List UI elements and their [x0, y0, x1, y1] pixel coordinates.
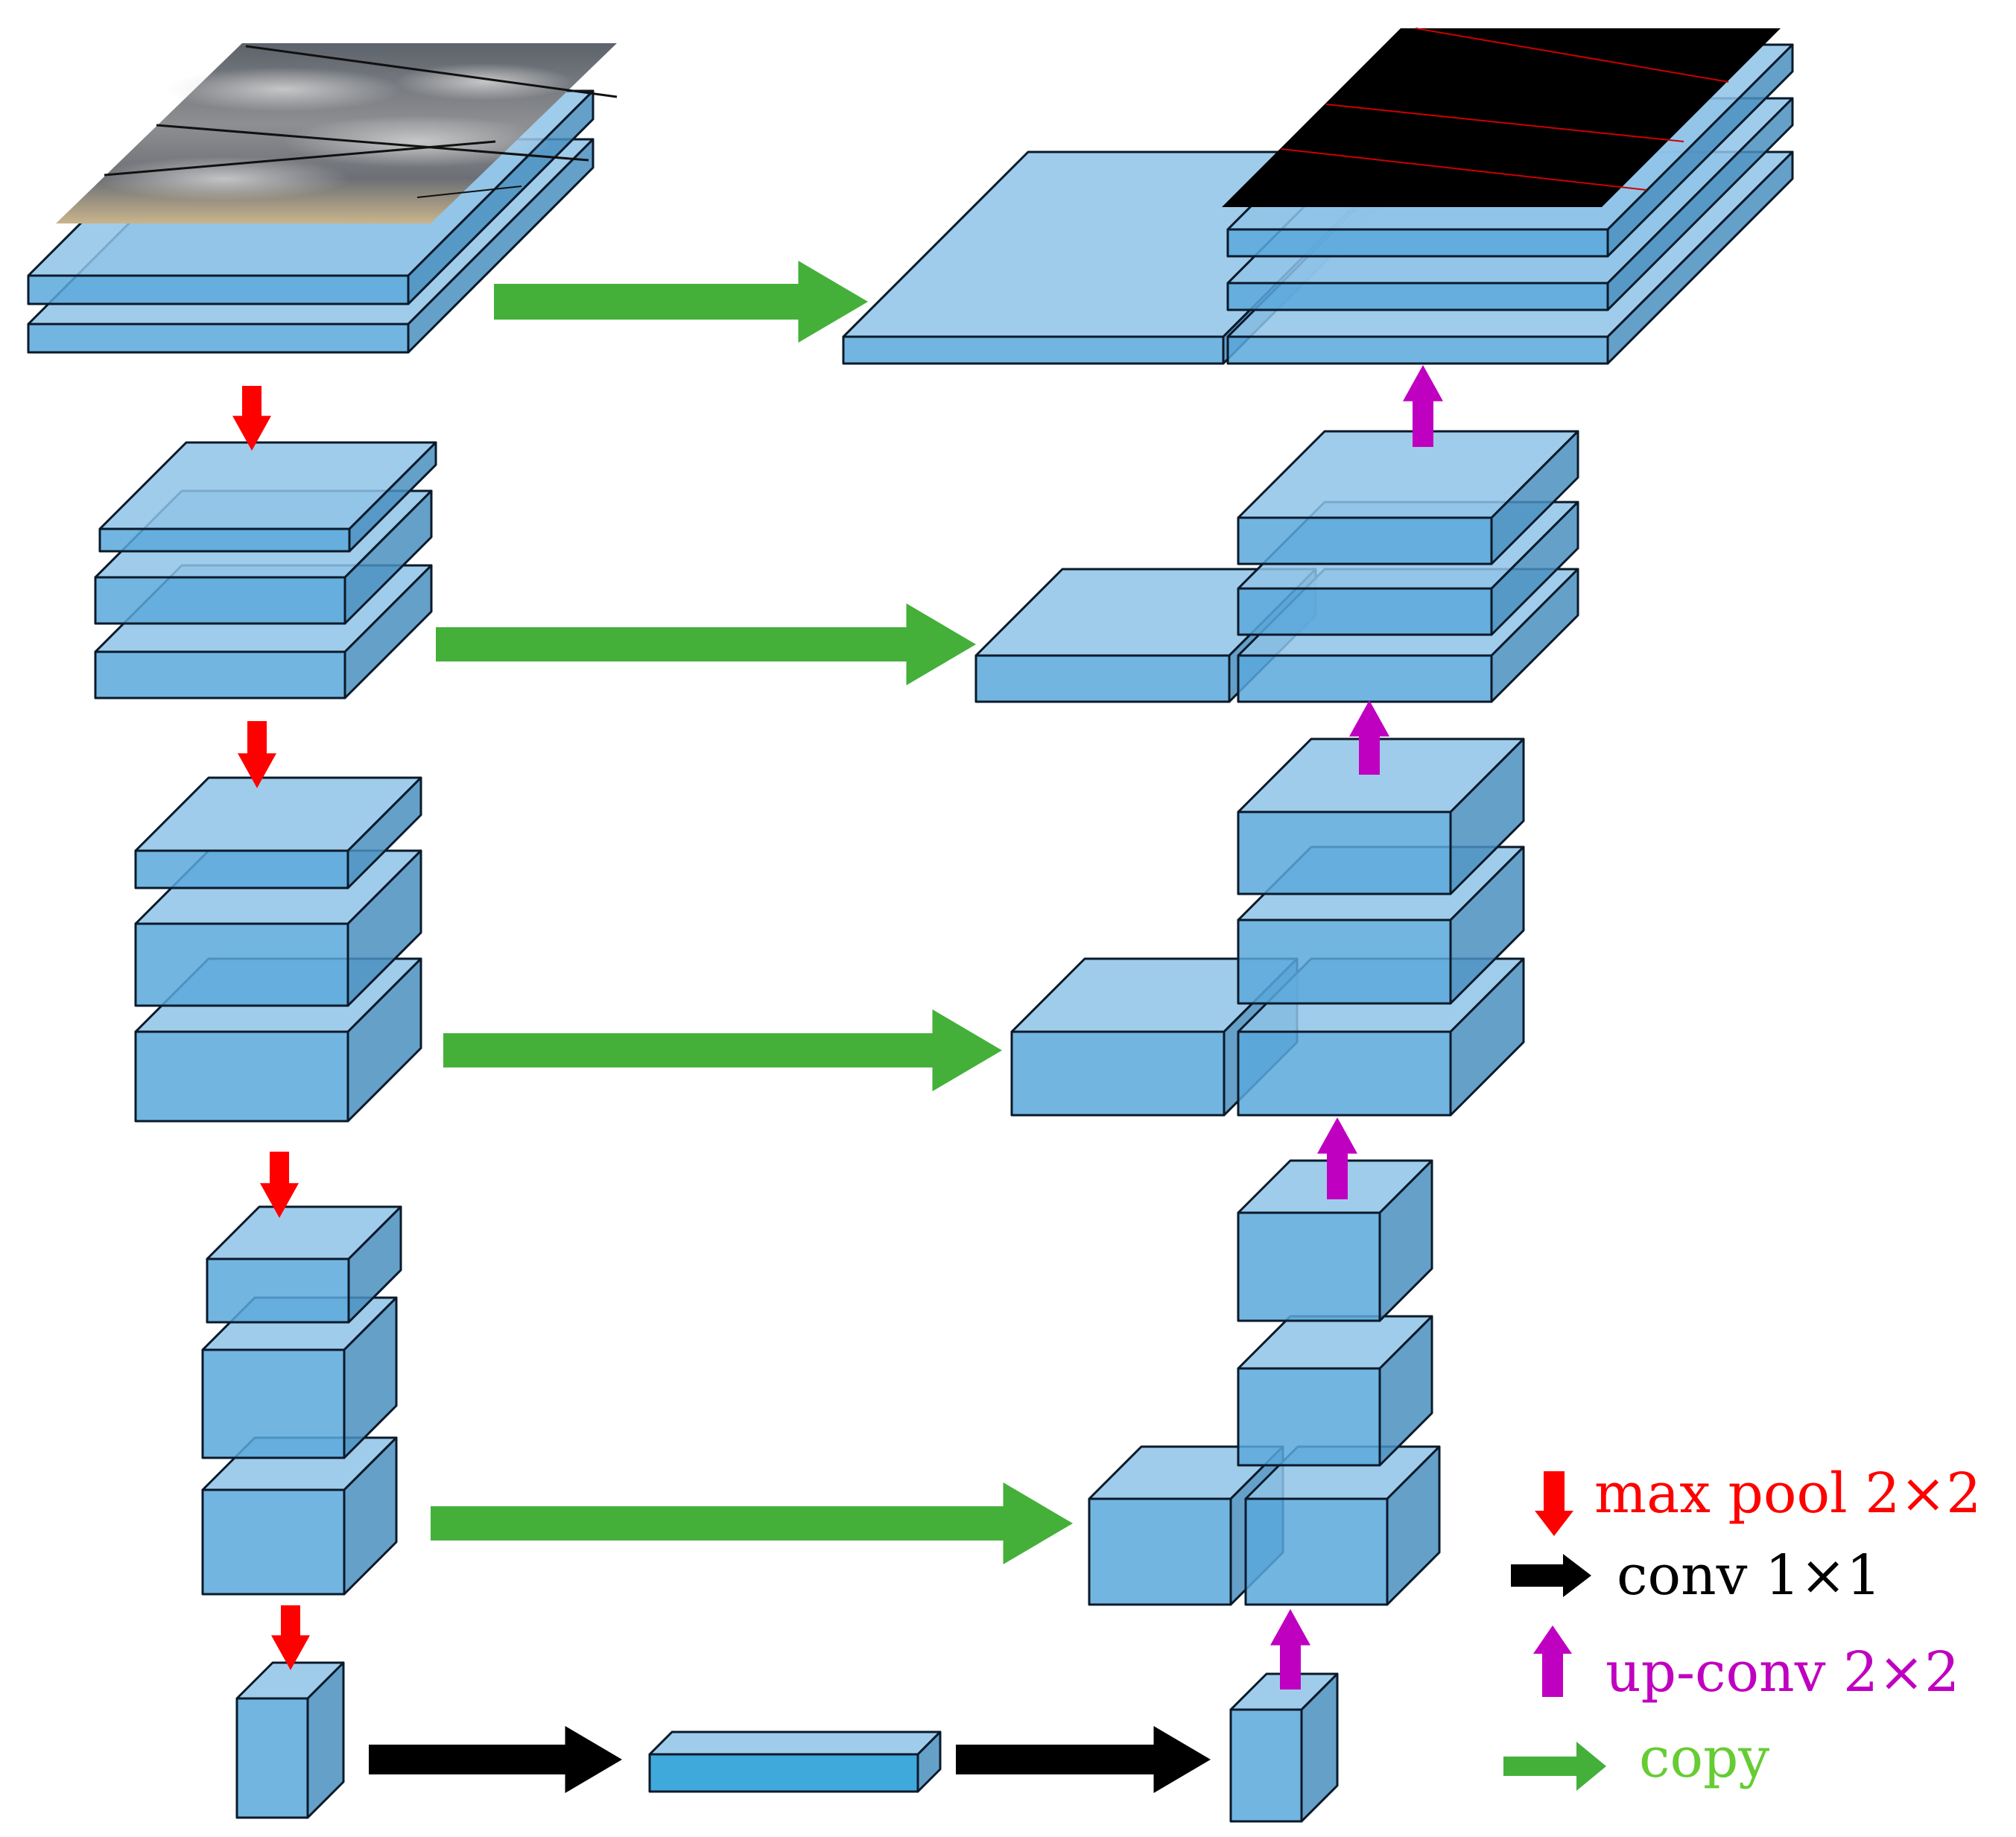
legend-conv-label: conv 1×1: [1617, 1543, 1881, 1608]
copy-arrow-level2: [436, 603, 976, 685]
encoder-level2-block-c: [98, 441, 437, 553]
decoder-level2-block-a-front: [1237, 654, 1493, 703]
decoder-level3-block-c: [1237, 737, 1525, 895]
encoder-level1-block-b-front: [27, 274, 410, 305]
bottleneck-input-block: [235, 1661, 345, 1819]
legend: max pool 2×2 conv 1×1 up-conv 2×2 copy: [1503, 1462, 1981, 1791]
max-pool-arrow-4: [271, 1605, 310, 1670]
encoder-level2-block-a-front: [94, 650, 346, 699]
bottleneck-conv-block: [648, 1730, 942, 1793]
decoder-level3-block-c-front: [1237, 810, 1452, 895]
legend-copy-label: copy: [1639, 1726, 1769, 1790]
decoder-level4-block-b: [1237, 1315, 1433, 1467]
bottleneck-conv-block-top: [648, 1730, 942, 1756]
up-conv-arrow-4: [1270, 1609, 1310, 1690]
bottleneck-output-block: [1229, 1672, 1339, 1823]
encoder-level1-block-a-front: [27, 323, 410, 354]
decoder-level3-block-a-front: [1237, 1030, 1452, 1117]
encoder-level3-block-a-front: [134, 1030, 349, 1123]
copy-arrow-level3: [443, 1009, 1002, 1091]
decoder-level4-block-a: [1244, 1445, 1441, 1606]
bottleneck-input-block-front: [235, 1697, 309, 1819]
decoder-level1-block-a-front: [1226, 335, 1609, 365]
decoder-level4-block-b-front: [1237, 1367, 1381, 1467]
feature-map-blocks: [27, 43, 1794, 1823]
decoder-level2-block-c: [1237, 430, 1579, 565]
decoder-level3-copy-block-front: [1010, 1030, 1226, 1117]
decoder-level2-copy-block-front: [974, 654, 1231, 703]
green-right-arrow-icon: [1503, 1742, 1606, 1791]
conv-arrow-2: [956, 1726, 1211, 1793]
conv-arrow-1: [369, 1726, 622, 1793]
encoder-level2-block-c-front: [98, 527, 351, 553]
encoder-level4-block-c-front: [206, 1257, 350, 1324]
max-pool-arrow-1: [232, 386, 271, 451]
decoder-level1-block-b-front: [1226, 282, 1609, 311]
encoder-level3-block-b-front: [134, 922, 349, 1007]
copy-arrow-level4: [431, 1482, 1073, 1564]
decoder-level1-copy-block-front: [842, 335, 1225, 365]
decoder-level4-copy-block-front: [1088, 1497, 1232, 1606]
max-pool-arrow-3: [260, 1152, 299, 1218]
encoder-level4-block-a: [201, 1436, 398, 1596]
encoder-level3-block-c: [134, 776, 422, 889]
black-right-arrow-icon: [1511, 1554, 1591, 1597]
up-conv-arrow-3: [1317, 1117, 1357, 1199]
bottleneck-conv-block-front: [648, 1753, 919, 1793]
decoder-level3-block-b-front: [1237, 918, 1452, 1005]
decoder-level4-block-a-front: [1244, 1497, 1389, 1606]
encoder-level4-block-a-front: [201, 1488, 346, 1596]
decoder-level1-block-c-front: [1226, 228, 1609, 258]
decoder-level2-block-c-front: [1237, 516, 1493, 565]
max-pool-arrow-2: [238, 721, 276, 788]
up-conv-arrow-2: [1349, 700, 1389, 775]
encoder-level3-block-c-front: [134, 849, 349, 889]
red-down-arrow-icon: [1535, 1471, 1573, 1536]
encoder-level2-block-b-front: [94, 576, 346, 625]
bottleneck-output-block-front: [1229, 1708, 1303, 1823]
magenta-up-arrow-icon: [1533, 1625, 1572, 1697]
copy-arrow-level1: [494, 261, 868, 343]
encoder-level4-block-c: [206, 1205, 402, 1324]
legend-up-conv-label: up-conv 2×2: [1605, 1640, 1959, 1704]
decoder-level2-block-b-front: [1237, 587, 1493, 636]
up-conv-arrow-1: [1403, 365, 1443, 447]
decoder-level4-block-c-front: [1237, 1211, 1381, 1322]
input-image: [56, 43, 618, 223]
output-mask: [1222, 28, 1781, 207]
legend-max-pool-label: max pool 2×2: [1594, 1462, 1981, 1526]
encoder-level4-block-b-front: [201, 1348, 346, 1459]
flow-arrows: [232, 261, 1443, 1793]
